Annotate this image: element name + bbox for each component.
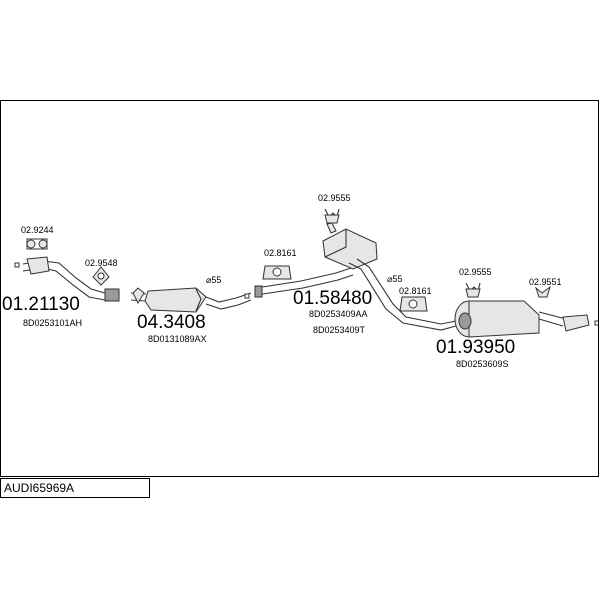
middle-silencer [322, 222, 457, 331]
accessory-label: 02.9555 [459, 267, 492, 277]
part-code: 8D0253101AH [23, 318, 82, 328]
bracket-02-9551-icon [534, 285, 551, 298]
catalytic-converter [130, 287, 252, 313]
diameter-label: ⌀55 [206, 275, 221, 285]
exhaust-diagram: 02.9244 02.9548 02.8161 02.9555 02.8161 … [0, 100, 599, 477]
gasket-02-9548-icon [92, 266, 110, 286]
accessory-label: 02.8161 [264, 248, 297, 258]
part-code: 8D0131089AX [148, 334, 207, 344]
accessory-label: 02.8161 [399, 286, 432, 296]
part-number: 01.21130 [2, 294, 80, 315]
part-number: 04.3408 [137, 312, 206, 333]
part-code: 8D0253409AA [309, 309, 368, 319]
part-number: 01.58480 [293, 288, 372, 309]
part-code: 8D0253409T [313, 325, 366, 335]
accessory-label: 02.9555 [318, 193, 351, 203]
part-number: 01.93950 [436, 337, 515, 358]
hanger-02-9244-icon [26, 238, 48, 250]
model-code: AUDI65969A [4, 481, 75, 495]
exhaust-drawing: 02.9244 02.9548 02.8161 02.9555 02.8161 … [2, 193, 598, 369]
model-label-box: AUDI65969A [0, 478, 150, 498]
clamp-02-9555-second-icon [465, 282, 481, 298]
rubber-mount-02-8161-second-icon [399, 296, 428, 312]
diameter-label: ⌀55 [387, 274, 402, 284]
front-pipe [14, 256, 120, 302]
clamp-02-9555-icon [324, 208, 340, 224]
accessory-label: 02.9244 [21, 225, 54, 235]
rubber-mount-02-8161-icon [262, 265, 292, 280]
intermediate-pipe [244, 267, 354, 299]
accessory-label: 02.9551 [529, 277, 562, 287]
accessory-label: 02.9548 [85, 258, 118, 268]
rear-silencer [454, 300, 598, 338]
part-code: 8D0253609S [456, 359, 509, 369]
